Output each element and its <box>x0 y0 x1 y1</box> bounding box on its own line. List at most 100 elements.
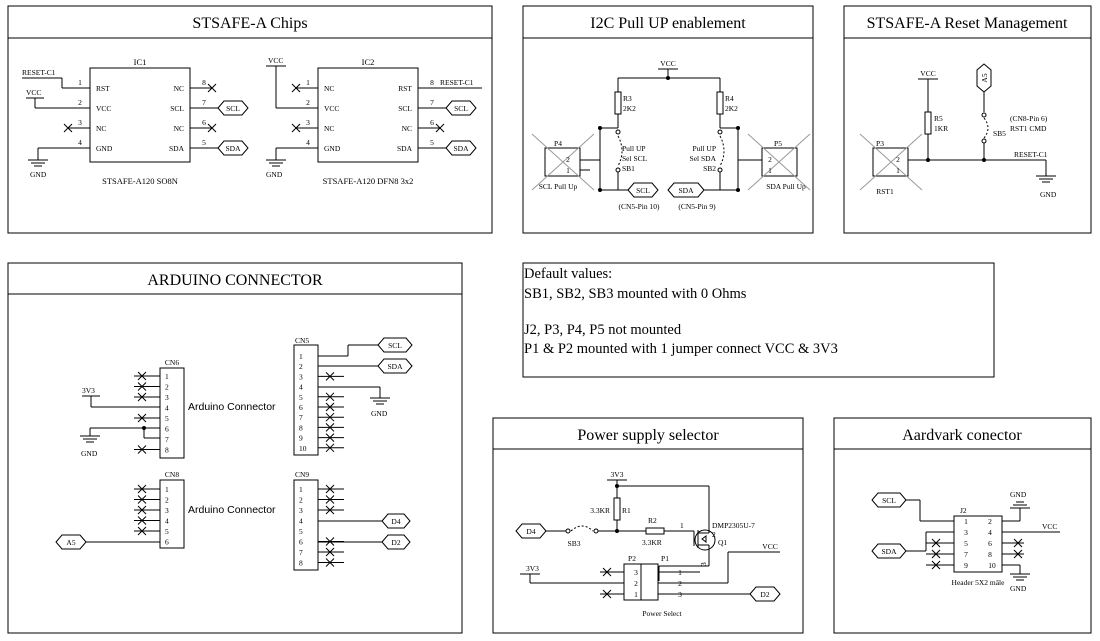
net-vcc-label: VCC <box>920 69 935 78</box>
cn8-label: Arduino Connector <box>188 504 276 516</box>
sda-flag-label: SDA <box>881 547 897 556</box>
net-reset-label: RESET-C1 <box>22 68 56 77</box>
header-j2 <box>953 515 1003 573</box>
connector-pin-number: 7 <box>299 548 303 557</box>
nc-marker <box>137 382 147 391</box>
nc-marker <box>325 412 335 422</box>
note-line: J2, P3, P4, P5 not mounted <box>524 322 682 338</box>
ic1-pin-num: 7 <box>202 98 206 107</box>
sda-flag-label: SDA <box>225 144 241 153</box>
p4-ref: P4 <box>554 139 562 148</box>
connector-pin-number: 4 <box>165 404 169 413</box>
ic2-pin-num: 5 <box>430 138 434 147</box>
connector-pin-number: 1 <box>299 485 303 494</box>
net-3v3-label: 3V3 <box>526 564 539 573</box>
solder-bridge-sb5 <box>983 117 989 139</box>
connector-cn6 <box>159 367 185 459</box>
a5-net-flag <box>976 63 992 93</box>
ic1-part-name: STSAFE-A120 SO8N <box>102 176 178 186</box>
solder-bridge-sb3 <box>570 525 594 532</box>
net-3v3-label: 3V3 <box>82 386 95 395</box>
ic2-pin-num: 1 <box>306 78 310 87</box>
ic1-pin-name: NC <box>96 124 106 133</box>
ic1-pin-num: 1 <box>78 78 82 87</box>
connector-pin-number: 4 <box>299 517 303 526</box>
q1-pin: 3 <box>699 562 708 566</box>
r5-ref: R5 <box>934 114 943 123</box>
panel-title: STSAFE-A Chips <box>192 15 307 32</box>
j2-pin: 5 <box>964 539 968 548</box>
nc-marker <box>137 392 147 402</box>
ic1-pin-name: GND <box>96 144 113 153</box>
j2-pin: 7 <box>964 550 968 559</box>
sda-net-flag <box>871 543 907 559</box>
j2-pin: 10 <box>988 561 996 570</box>
sda-pin-note: (CN5-Pin 9) <box>678 202 716 211</box>
connector-pin-number: 9 <box>299 434 303 443</box>
connector-pin-number: 6 <box>165 538 169 547</box>
connector-pin-number: 8 <box>299 423 303 432</box>
p5-pin: 1 <box>768 166 772 175</box>
p4-pin: 1 <box>566 166 570 175</box>
nc-marker <box>325 558 335 567</box>
d2-net-flag <box>749 586 781 602</box>
panel-title: I2C Pull UP enablement <box>590 15 746 32</box>
nc-marker <box>931 538 941 548</box>
p5-label: SDA Pull Up <box>766 182 806 191</box>
ic2-pin-num: 4 <box>306 138 310 147</box>
connector-cn9 <box>293 479 319 571</box>
scl-pin-note: (CN5-Pin 10) <box>618 202 660 211</box>
p2-ref: P2 <box>628 554 636 563</box>
ic2-pin-name: RST <box>398 84 412 93</box>
header-p1 <box>640 563 659 601</box>
p5-pin: 2 <box>768 155 772 164</box>
nc-marker <box>931 560 941 570</box>
p2-pin: 2 <box>634 579 638 588</box>
connector-pin-number: 1 <box>165 372 169 381</box>
d2-flag-label: D2 <box>760 590 769 599</box>
sda-net-flag <box>377 358 413 374</box>
gnd-symbol <box>370 397 390 405</box>
nc-marker <box>137 495 147 504</box>
header-p4 <box>544 147 581 177</box>
panel-title: Power supply selector <box>577 427 719 444</box>
scl-net-flag <box>377 337 413 353</box>
nc-marker <box>325 484 335 494</box>
ic1-pin-num: 4 <box>78 138 82 147</box>
nc-marker <box>325 402 335 412</box>
nc-marker <box>137 413 147 423</box>
panel-aardvark-connector: Aardvark conector J2 Header 5X2 mâle 1 3… <box>833 417 1092 634</box>
nc-marker <box>325 392 335 402</box>
p2-pin: 1 <box>634 590 638 599</box>
ic1-ref: IC1 <box>134 57 147 67</box>
d4-net-flag <box>381 513 411 529</box>
connector-pin-number: 7 <box>165 435 169 444</box>
q1-pin: 1 <box>680 521 684 530</box>
sda-flag-label: SDA <box>453 144 469 153</box>
a5-flag-label: A5 <box>66 538 75 547</box>
ic2-pin-name: NC <box>324 124 334 133</box>
nc-marker <box>325 423 335 432</box>
ic1-pin-num: 3 <box>78 118 82 127</box>
resistor-r1 <box>613 497 621 521</box>
q1-ref: Q1 <box>718 538 727 547</box>
scl-flag-label: SCL <box>882 496 896 505</box>
nc-marker <box>137 505 147 515</box>
connector-pin-number: 10 <box>299 444 307 453</box>
note-line: SB1, SB2, SB3 mounted with 0 Ohms <box>524 286 747 302</box>
p3-label: RST1 <box>876 187 894 196</box>
net-gnd-label: GND <box>81 449 98 458</box>
scl-net-flag <box>217 100 249 116</box>
net-reset-label: RESET-C1 <box>1014 150 1048 159</box>
nc-marker <box>325 505 335 515</box>
nc-marker <box>325 495 335 504</box>
cn8-ref: CN8 <box>165 470 179 479</box>
j2-label: Header 5X2 mâle <box>952 578 1006 587</box>
scl-flag-label: SCL <box>454 104 468 113</box>
mosfet-q1 <box>693 529 716 560</box>
resistor-r2 <box>645 527 665 535</box>
nc-marker <box>291 123 301 133</box>
nc-marker <box>1013 538 1023 548</box>
